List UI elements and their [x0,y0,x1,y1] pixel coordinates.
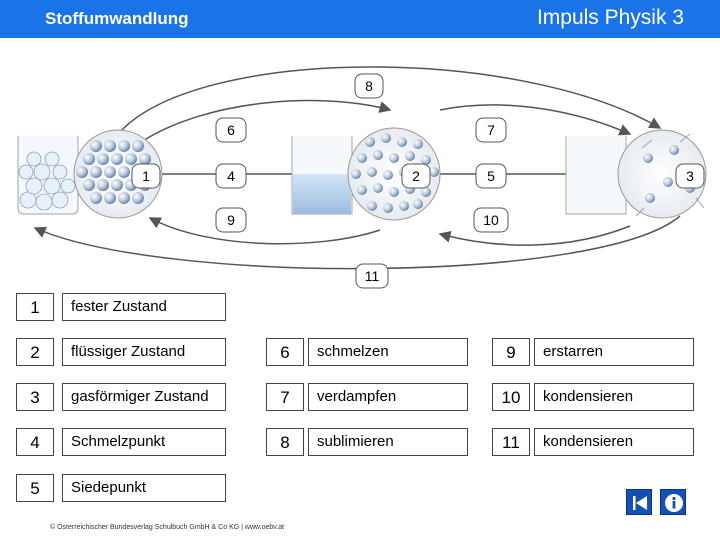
marker-7: 7 [487,122,495,138]
beaker-gas [565,136,627,215]
transition-arrows [33,66,681,270]
particles-gas [617,129,707,219]
legend-num-7: 7 [266,383,304,411]
particles-solid [73,129,163,219]
legend-text-9: erstarren [534,338,694,366]
back-icon [633,496,647,510]
legend-text-8: sublimieren [308,428,468,456]
legend-num-11: 11 [492,428,530,456]
marker-10: 10 [483,212,499,228]
marker-5: 5 [487,168,495,184]
marker-2: 2 [412,168,420,184]
marker-11: 11 [365,268,380,284]
marker-3: 3 [686,168,694,184]
info-icon [665,494,683,512]
marker-6: 6 [227,122,235,138]
marker-1: 1 [142,168,150,184]
page-title: Stoffumwandlung [45,9,189,28]
legend-text-7: verdampfen [308,383,468,411]
copyright-footer: © Österreichischer Bundesverlag Schulbuc… [50,524,285,531]
legend-text-6: schmelzen [308,338,468,366]
marker-9: 9 [227,212,235,228]
beaker-liquid [291,136,353,215]
legend-text-2: flüssiger Zustand [62,338,226,366]
marker-4: 4 [227,168,235,184]
legend-text-10: kondensieren [534,383,694,411]
info-button[interactable] [660,489,686,515]
legend-num-6: 6 [266,338,304,366]
header-bar: Stoffumwandlung Impuls Physik 3 [0,0,720,38]
legend-num-3: 3 [16,383,54,411]
series-title: Impuls Physik 3 [536,6,684,29]
legend-num-4: 4 [16,428,54,456]
diagram-markers: 8 6 7 1 4 2 5 3 9 10 11 [131,73,705,289]
legend-text-1: fester Zustand [62,293,226,321]
legend-num-5: 5 [16,474,54,502]
marker-8: 8 [365,78,373,94]
back-button[interactable] [626,489,652,515]
legend-text-5: Siedepunkt [62,474,226,502]
legend-text-3: gasförmiger Zustand [62,383,226,411]
beaker-solid [17,136,79,215]
legend-text-4: Schmelzpunkt [62,428,226,456]
legend-num-10: 10 [492,383,530,411]
legend-text-11: kondensieren [534,428,694,456]
particles-liquid [347,127,441,221]
legend-num-2: 2 [16,338,54,366]
legend-num-9: 9 [492,338,530,366]
state-change-diagram: 8 6 7 1 4 2 5 3 9 10 11 [0,38,720,290]
diagram-graphic: 8 6 7 1 4 2 5 3 9 10 11 [17,66,707,289]
legend-num-1: 1 [16,293,54,321]
legend-num-8: 8 [266,428,304,456]
